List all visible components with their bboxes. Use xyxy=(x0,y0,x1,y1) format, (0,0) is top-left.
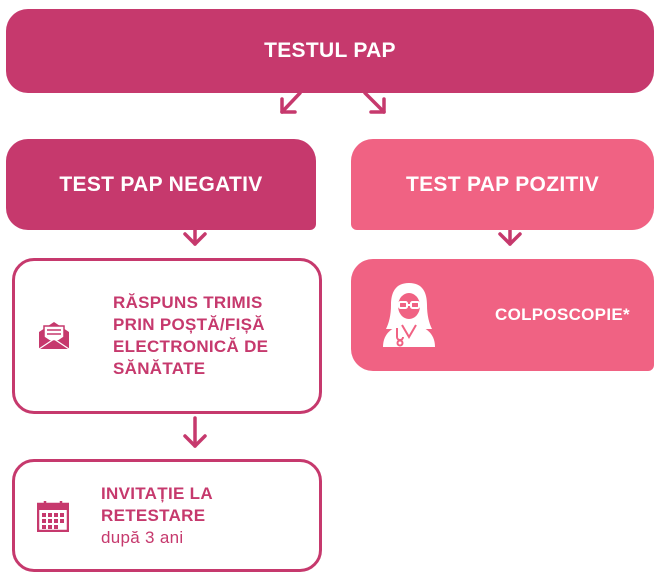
response-line: SĂNĂTATE xyxy=(113,359,206,378)
response-sent-text: RĂSPUNS TRIMIS PRIN POȘTĂ/FIȘĂ ELECTRONI… xyxy=(113,292,268,380)
response-sent-box: RĂSPUNS TRIMIS PRIN POȘTĂ/FIȘĂ ELECTRONI… xyxy=(12,258,322,414)
calendar-icon xyxy=(37,500,69,532)
retest-invitation-text: INVITAȚIE LA RETESTARE după 3 ani xyxy=(101,483,213,549)
invite-note: după 3 ani xyxy=(101,527,184,547)
invite-line: RETESTARE xyxy=(101,505,206,525)
negative-result-title: TEST PAP NEGATIV xyxy=(59,172,263,196)
response-line: RĂSPUNS TRIMIS xyxy=(113,293,263,312)
positive-result-box: TEST PAP POZITIV xyxy=(351,139,654,230)
arrow-response-down xyxy=(183,416,207,448)
testul-pap-title: TESTUL PAP xyxy=(264,39,396,62)
envelope-icon xyxy=(38,322,70,350)
response-line: PRIN POȘTĂ/FIȘĂ xyxy=(113,315,265,334)
arrow-top-to-positive xyxy=(363,91,386,114)
arrow-top-to-negative xyxy=(280,91,302,114)
invite-line: INVITAȚIE LA xyxy=(101,483,213,503)
retest-invitation-box: INVITAȚIE LA RETESTARE după 3 ani xyxy=(12,459,322,572)
positive-result-title: TEST PAP POZITIV xyxy=(405,172,600,196)
doctor-icon xyxy=(383,283,435,347)
response-line: ELECTRONICĂ DE xyxy=(113,337,269,356)
colposcopy-box: COLPOSCOPIE* xyxy=(351,259,654,371)
testul-pap-box: TESTUL PAP xyxy=(6,9,654,93)
negative-result-box: TEST PAP NEGATIV xyxy=(6,139,316,230)
colposcopy-title: COLPOSCOPIE* xyxy=(495,305,630,324)
